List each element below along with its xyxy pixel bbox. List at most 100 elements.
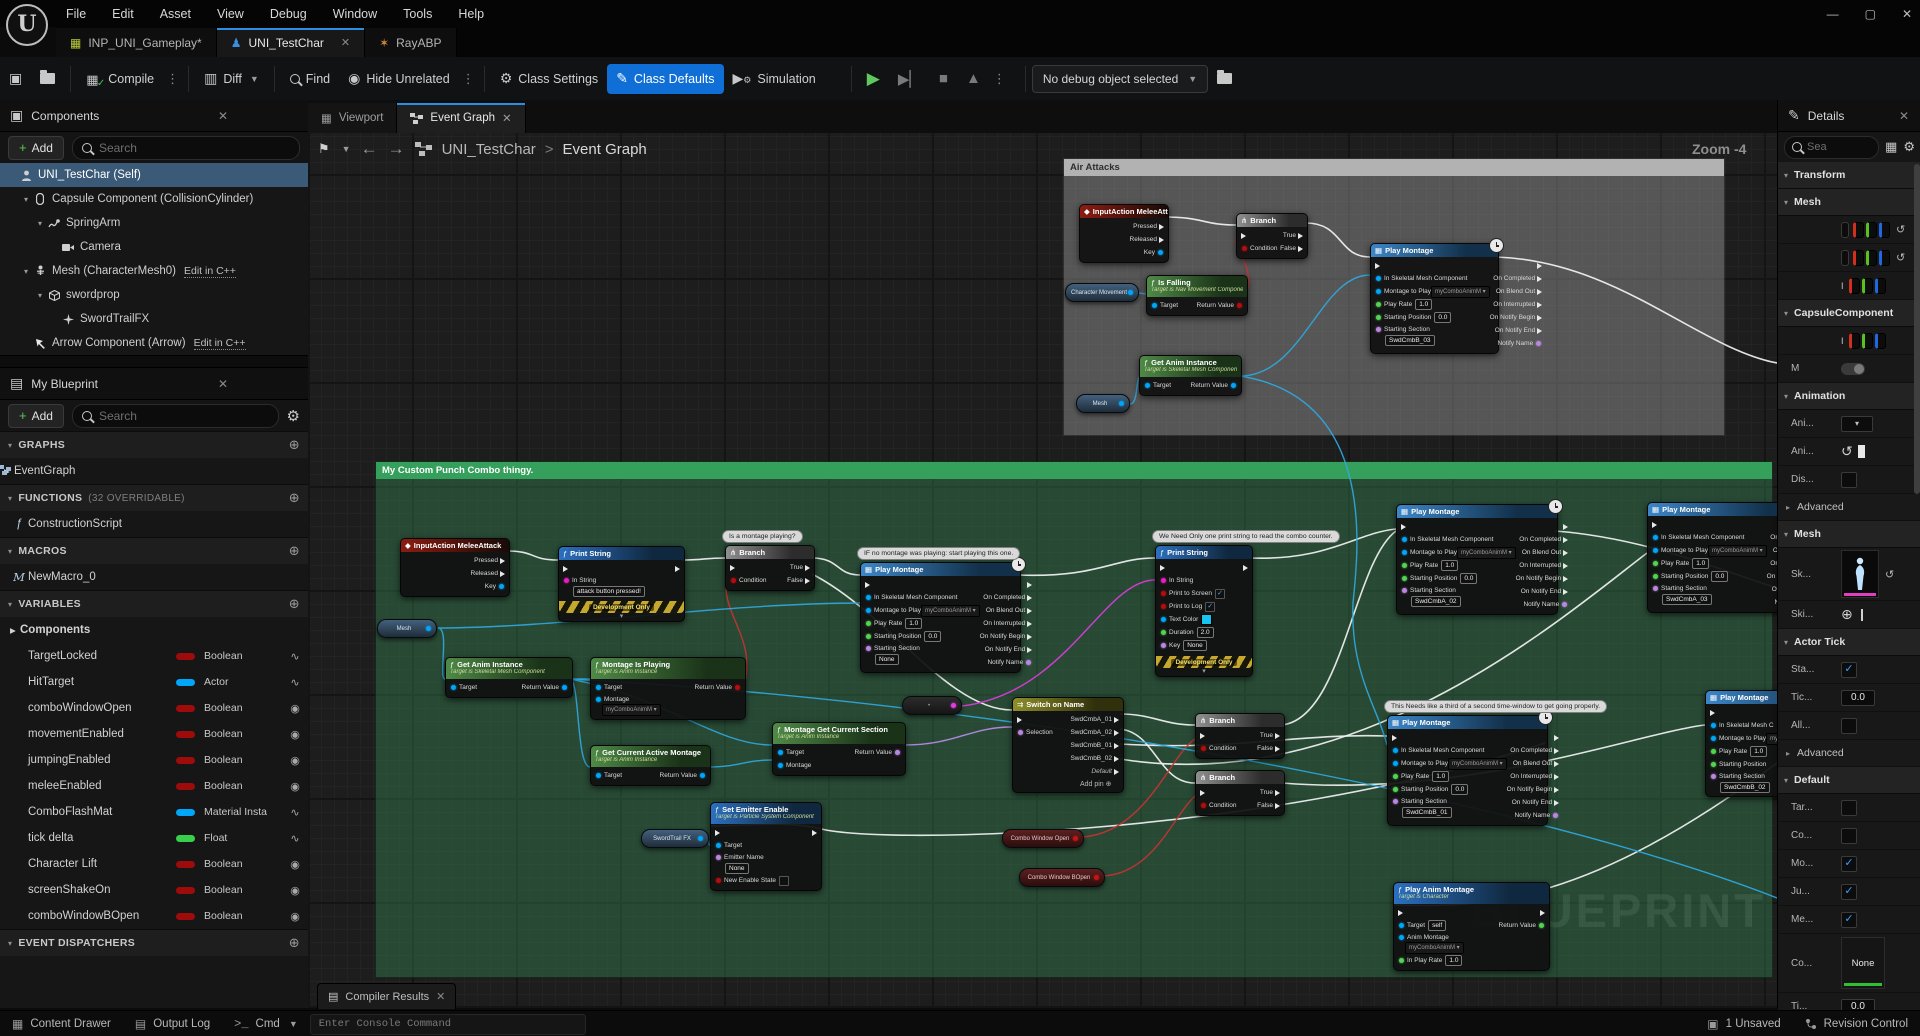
expander-caret[interactable]: ▾ (23, 194, 28, 204)
checkbox[interactable] (1841, 471, 1857, 488)
details-row-3[interactable]: ↺ (1778, 244, 1920, 272)
compiler-results-tab[interactable]: ▤ Compiler Results ✕ (317, 983, 457, 1009)
details-row-27[interactable]: Co...None (1778, 934, 1920, 993)
hide-unrelated-options-icon[interactable]: ⋮ (461, 70, 475, 86)
debug-browse-button[interactable] (1208, 64, 1241, 94)
details-row-23[interactable]: Co... (1778, 822, 1920, 850)
details-row-11[interactable]: Dis... (1778, 466, 1920, 494)
my-blueprint-panel-tab[interactable]: ▤ My Blueprint ✕ (0, 368, 308, 400)
expander-caret[interactable]: ▾ (23, 266, 28, 276)
close-icon[interactable]: ✕ (217, 108, 228, 123)
details-section-transform[interactable]: ▾Transform (1778, 162, 1920, 189)
hide-unrelated-button[interactable]: ◉Hide Unrelated (348, 70, 450, 86)
revision-control-button[interactable]: Revision Control (1793, 1011, 1920, 1036)
menu-asset[interactable]: Asset (159, 6, 191, 21)
back-arrow-icon[interactable]: ← (360, 139, 378, 158)
details-row-14[interactable]: Sk...↺ (1778, 548, 1920, 601)
compile-button[interactable]: ▦✓ Compile (86, 71, 155, 89)
debug-object-dropdown[interactable]: No debug object selected▼ (1031, 64, 1209, 93)
expander-caret[interactable]: ▾ (37, 290, 42, 300)
close-icon[interactable]: ✕ (340, 37, 351, 49)
eye-icon[interactable]: ◉ (290, 884, 300, 897)
compile-options-icon[interactable]: ⋮ (166, 70, 180, 86)
eye-icon[interactable]: ◉ (290, 858, 300, 871)
pill-reroute[interactable]: • (902, 696, 962, 715)
details-row-4[interactable]: I (1778, 272, 1920, 300)
save-button[interactable]: ▣ (0, 64, 31, 94)
checkbox[interactable] (1841, 827, 1857, 844)
gear-icon[interactable]: ⚙ (1903, 139, 1915, 154)
wave-icon[interactable]: ∿ (290, 676, 300, 689)
details-advanced-row[interactable]: ▸Advanced (1778, 494, 1920, 521)
checkbox[interactable] (1841, 717, 1857, 734)
diff-button[interactable]: ▥Diff▼ (204, 70, 259, 86)
component-row-capsule-component-collisioncylinder-[interactable]: ▾Capsule Component (CollisionCylinder) (0, 187, 308, 211)
menu-window[interactable]: Window (332, 6, 378, 21)
content-drawer-button[interactable]: ▦Content Drawer (12, 1017, 111, 1031)
eye-icon[interactable]: ◉ (290, 910, 300, 923)
graph-item-eventgraph[interactable]: ▸EventGraph (0, 458, 308, 484)
component-row-swordtrailfx[interactable]: SwordTrailFX (0, 307, 308, 331)
wave-icon[interactable]: ∿ (290, 832, 300, 845)
my-blueprint-add-button[interactable]: +Add (8, 403, 64, 428)
asset-tab-inp_uni_gameplay-[interactable]: ▦INP_UNI_Gameplay* (56, 28, 217, 57)
details-section-capsulecomponent[interactable]: ▾CapsuleComponent (1778, 300, 1920, 327)
details-row-19[interactable]: All... (1778, 712, 1920, 740)
eye-icon[interactable]: ◉ (290, 728, 300, 741)
maximize-button[interactable]: ▢ (1864, 6, 1876, 21)
close-icon[interactable]: ✕ (502, 113, 512, 125)
details-section-default[interactable]: ▾Default (1778, 767, 1920, 794)
add-icon[interactable]: ⊕ (288, 490, 300, 505)
section-header-macros[interactable]: ▾MACROS⊕ (0, 537, 308, 564)
grid-view-icon[interactable]: ▦ (1885, 139, 1898, 154)
close-icon[interactable]: ✕ (217, 376, 228, 391)
dropdown[interactable]: ▾ (1841, 415, 1873, 432)
details-row-24[interactable]: Mo...✓ (1778, 850, 1920, 878)
class-settings-button[interactable]: ⚙Class Settings (499, 70, 599, 86)
frame-skip-button[interactable]: ▶▏ (889, 64, 930, 94)
menu-help[interactable]: Help (458, 6, 485, 21)
details-row-17[interactable]: Sta...✓ (1778, 656, 1920, 684)
checkbox[interactable]: ✓ (1841, 883, 1857, 900)
menu-file[interactable]: File (66, 6, 87, 21)
pill-combo-window-open[interactable]: Combo Window Open (1002, 829, 1084, 848)
checkbox[interactable]: ✓ (1841, 661, 1857, 678)
details-section-actor-tick[interactable]: ▾Actor Tick (1778, 629, 1920, 656)
details-advanced-row[interactable]: ▸Advanced (1778, 740, 1920, 767)
chevron-down-icon[interactable]: ▼ (341, 144, 351, 154)
components-search-input[interactable]: Search (71, 135, 300, 160)
number-field[interactable]: 0.0 (1841, 689, 1875, 706)
pill-combo-window-bopen[interactable]: Combo Window BOpen (1019, 868, 1105, 887)
section-header-variables[interactable]: ▾VARIABLES⊕ (0, 590, 308, 617)
section-header-functions[interactable]: ▾FUNCTIONS(32 OVERRIDABLE)⊕ (0, 484, 308, 511)
expander-caret[interactable]: ▾ (37, 218, 42, 228)
menu-edit[interactable]: Edit (112, 6, 134, 21)
node-a-event[interactable]: ◆InputAction MeleeAttackPressedReleasedK… (1079, 204, 1169, 263)
add-icon[interactable]: ⊕ (288, 596, 300, 611)
breadcrumb-root[interactable]: UNI_TestChar (441, 140, 536, 158)
close-icon[interactable]: ✕ (1898, 108, 1909, 123)
eject-button[interactable]: ▲ (957, 64, 990, 94)
component-row-arrow-component-arrow-[interactable]: Arrow Component (Arrow)Edit in C++ (0, 331, 308, 355)
components-add-button[interactable]: +Add (8, 135, 64, 160)
